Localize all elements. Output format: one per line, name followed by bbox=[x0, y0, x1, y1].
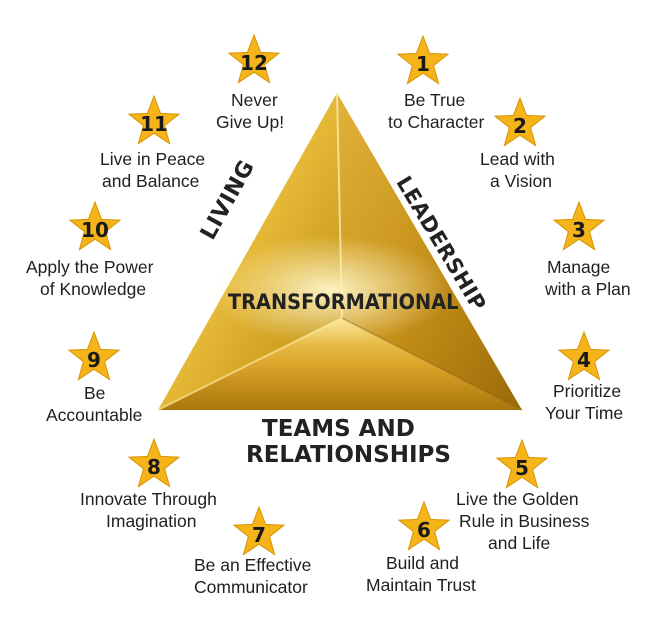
star-7: 7 bbox=[231, 505, 287, 559]
star-icon bbox=[397, 500, 451, 551]
star-icon bbox=[552, 200, 606, 251]
star-1: 1 bbox=[395, 34, 451, 88]
star-10: 10 bbox=[67, 200, 123, 254]
star-icon bbox=[127, 437, 181, 488]
star-icon bbox=[396, 34, 450, 85]
star-9: 9 bbox=[66, 330, 122, 384]
star-8: 8 bbox=[126, 437, 182, 491]
star-icon bbox=[495, 438, 549, 489]
star-icon bbox=[68, 200, 122, 251]
star-icon bbox=[67, 330, 121, 381]
star-11: 11 bbox=[126, 94, 182, 148]
teams-label: TEAMS AND bbox=[262, 416, 415, 442]
star-icon bbox=[493, 96, 547, 147]
star-icon bbox=[557, 330, 611, 381]
star-12: 12 bbox=[226, 33, 282, 87]
pyramid-bottom-face bbox=[158, 318, 522, 410]
star-4: 4 bbox=[556, 330, 612, 384]
star-icon bbox=[227, 33, 281, 84]
relationships-label: RELATIONSHIPS bbox=[246, 442, 451, 468]
transformational-label: TRANSFORMATIONAL bbox=[228, 290, 459, 314]
star-2: 2 bbox=[492, 96, 548, 150]
star-6: 6 bbox=[396, 500, 452, 554]
pyramid-highlight bbox=[210, 235, 450, 345]
star-3: 3 bbox=[551, 200, 607, 254]
star-icon bbox=[127, 94, 181, 145]
star-5: 5 bbox=[494, 438, 550, 492]
star-icon bbox=[232, 505, 286, 556]
